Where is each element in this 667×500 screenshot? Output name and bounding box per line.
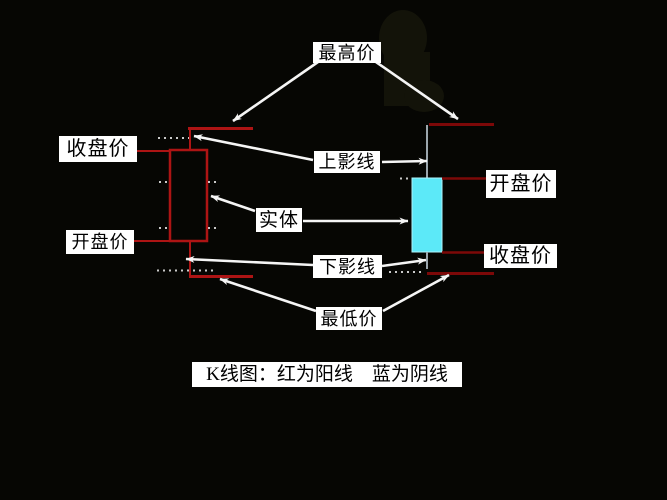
background-ghost-artifacts xyxy=(379,10,444,112)
label-highest-price: 最高价 xyxy=(313,42,381,63)
arrow-lowershadow-to-left xyxy=(185,255,314,267)
label-close-price-right: 收盘价 xyxy=(484,244,557,268)
dotted-guides xyxy=(157,137,424,273)
left-candle-body xyxy=(168,148,209,243)
label-upper-shadow: 上影线 xyxy=(314,151,380,173)
arrow-uppershadow-to-left xyxy=(193,134,314,162)
arrow-lowershadow-to-right xyxy=(381,257,427,268)
arrow-lowest-to-right xyxy=(382,273,450,313)
arrow-lowest-to-left xyxy=(219,277,317,313)
yang-candle-left xyxy=(133,127,253,278)
arrow-uppershadow-to-right xyxy=(381,157,428,165)
arrow-highest-to-left xyxy=(232,60,319,123)
label-candle-body: 实体 xyxy=(256,208,302,232)
label-lower-shadow: 下影线 xyxy=(313,255,382,278)
right-candle-body xyxy=(411,177,443,253)
arrow-highest-to-right xyxy=(375,60,459,121)
annotation-arrows xyxy=(185,60,459,313)
label-close-price-left: 收盘价 xyxy=(59,136,137,162)
arrow-body-to-left xyxy=(210,194,256,213)
label-lowest-price: 最低价 xyxy=(316,307,382,330)
diagram-caption: K线图：红为阳线 蓝为阴线 xyxy=(192,362,462,387)
yin-candle-right xyxy=(411,123,494,275)
label-open-price-right: 开盘价 xyxy=(486,170,556,198)
label-open-price-left: 开盘价 xyxy=(66,230,134,254)
